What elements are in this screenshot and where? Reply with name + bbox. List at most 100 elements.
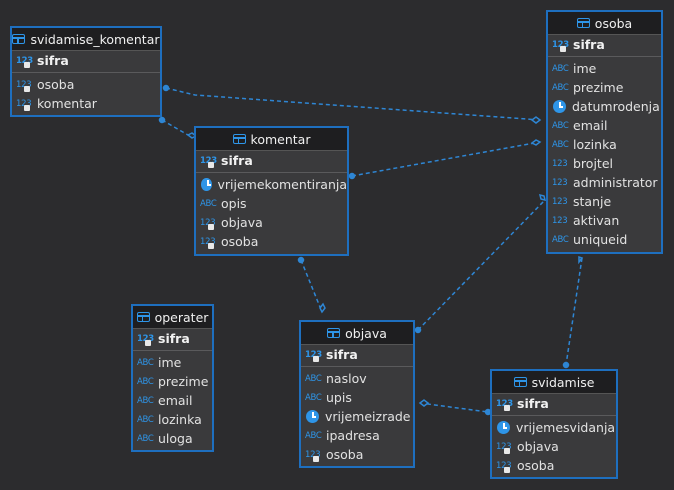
column-row[interactable]: 123 sifra <box>492 394 616 413</box>
column-row[interactable]: vrijemesvidanja <box>492 418 616 437</box>
column-name: vrijemesvidanja <box>516 420 616 435</box>
datetime-type-icon <box>497 421 510 434</box>
column-name: osoba <box>37 77 75 92</box>
numeric-type-icon: 123 <box>496 398 513 411</box>
column-row[interactable]: 123 administrator <box>548 173 661 192</box>
column-row[interactable]: 123 osoba <box>196 232 347 251</box>
column-name: osoba <box>221 234 259 249</box>
column-name: osoba <box>517 458 555 473</box>
table-header[interactable]: operater <box>133 306 212 329</box>
column-name: sifra <box>158 331 190 346</box>
column-name: objava <box>221 215 263 230</box>
table-header[interactable]: svidamise <box>492 371 616 394</box>
column-name: sifra <box>517 396 549 411</box>
text-type-icon: ABC <box>552 82 569 93</box>
datetime-type-icon <box>306 410 319 423</box>
datetime-type-icon <box>201 178 212 191</box>
column-name: datumrodenja <box>572 99 660 114</box>
text-type-icon: ABC <box>137 395 154 406</box>
column-row[interactable]: ABC email <box>133 391 212 410</box>
column-row[interactable]: vrijemekomentiranja <box>196 175 347 194</box>
numeric-type-icon: 123 <box>552 177 568 188</box>
key-icon <box>504 466 510 473</box>
key-icon <box>560 45 566 52</box>
column-name: email <box>573 118 608 133</box>
column-row[interactable]: 123 osoba <box>301 445 413 464</box>
column-row[interactable]: 123 aktivan <box>548 211 661 230</box>
numeric-type-icon: 123 <box>200 236 216 249</box>
key-icon <box>313 455 319 462</box>
table-header[interactable]: objava <box>301 322 413 345</box>
key-icon <box>504 447 510 454</box>
column-name: aktivan <box>573 213 620 228</box>
text-type-icon: ABC <box>137 376 154 387</box>
table-icon <box>136 312 150 322</box>
numeric-type-icon: 123 <box>552 215 568 226</box>
divider <box>133 350 212 351</box>
column-name: naslov <box>326 371 367 386</box>
column-name: osoba <box>326 447 364 462</box>
text-type-icon: ABC <box>552 139 569 150</box>
numeric-type-icon: 123 <box>305 449 321 462</box>
key-icon <box>504 404 510 411</box>
table-icon <box>576 18 590 28</box>
column-name: ime <box>573 61 597 76</box>
divider <box>548 56 661 57</box>
numeric-type-icon: 123 <box>200 217 216 230</box>
table-title: svidamise_komentar <box>30 31 160 47</box>
column-name: sifra <box>221 153 253 168</box>
numeric-type-icon: 123 <box>552 196 568 207</box>
table-icon <box>513 377 527 387</box>
key-icon <box>24 104 30 111</box>
column-name: administrator <box>573 175 658 190</box>
column-row[interactable]: datumrodenja <box>548 97 661 116</box>
numeric-type-icon: 123 <box>496 441 512 454</box>
table-title: operater <box>154 309 209 325</box>
key-icon <box>145 339 151 346</box>
table-header[interactable]: komentar <box>196 128 347 151</box>
numeric-type-icon: 123 <box>16 98 32 111</box>
column-row[interactable]: 123 objava <box>492 437 616 456</box>
datetime-type-icon <box>553 100 566 113</box>
key-icon <box>24 85 30 92</box>
column-name: objava <box>517 439 559 454</box>
table-title: svidamise <box>531 374 595 390</box>
table-title: komentar <box>250 131 311 147</box>
column-name: email <box>158 393 193 408</box>
table-header[interactable]: svidamise_komentar <box>12 28 160 51</box>
column-row[interactable]: vrijemeizrade <box>301 407 413 426</box>
link-komentar-to-objava <box>300 259 323 313</box>
table-header[interactable]: osoba <box>548 12 661 35</box>
key-icon <box>208 161 214 168</box>
column-row[interactable]: 123 objava <box>196 213 347 232</box>
